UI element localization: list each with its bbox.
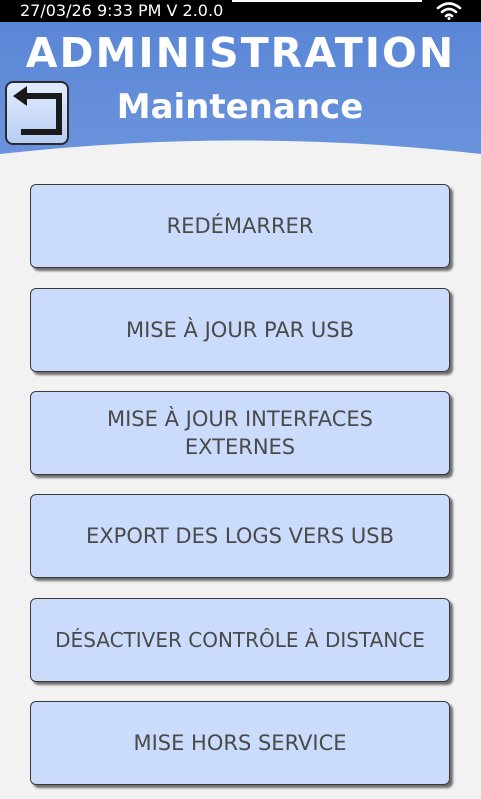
restart-button[interactable]: REDÉMARRER: [30, 184, 450, 268]
header: ADMINISTRATION Maintenance: [0, 22, 481, 172]
page-title: ADMINISTRATION: [25, 29, 456, 77]
wifi-icon: [436, 2, 462, 20]
disable-remote-control-button[interactable]: DÉSACTIVER CONTRÔLE À DISTANCE: [30, 598, 450, 682]
status-datetime-version: 27/03/26 9:33 PM V 2.0.0: [20, 1, 224, 20]
return-arrow-icon: [13, 86, 62, 135]
header-background: [0, 22, 481, 154]
out-of-service-button-label: MISE HORS SERVICE: [133, 731, 347, 755]
page-subtitle: Maintenance: [116, 87, 364, 127]
status-bar: 27/03/26 9:33 PM V 2.0.0: [0, 0, 481, 22]
export-logs-button-label: EXPORT DES LOGS VERS USB: [86, 524, 394, 548]
export-logs-button[interactable]: EXPORT DES LOGS VERS USB: [30, 494, 450, 578]
status-divider: [232, 0, 422, 2]
out-of-service-button[interactable]: MISE HORS SERVICE: [30, 701, 450, 785]
restart-button-label: REDÉMARRER: [166, 214, 314, 238]
external-interfaces-update-label-line1: MISE À JOUR INTERFACES: [107, 407, 373, 431]
disable-remote-control-button-label: DÉSACTIVER CONTRÔLE À DISTANCE: [55, 628, 425, 652]
usb-update-button-label: MISE À JOUR PAR USB: [125, 318, 355, 342]
external-interfaces-update-label-line2: EXTERNES: [184, 435, 296, 459]
back-button[interactable]: [5, 81, 69, 145]
external-interfaces-update-button[interactable]: MISE À JOUR INTERFACES EXTERNES: [30, 391, 450, 475]
usb-update-button[interactable]: MISE À JOUR PAR USB: [30, 288, 450, 372]
